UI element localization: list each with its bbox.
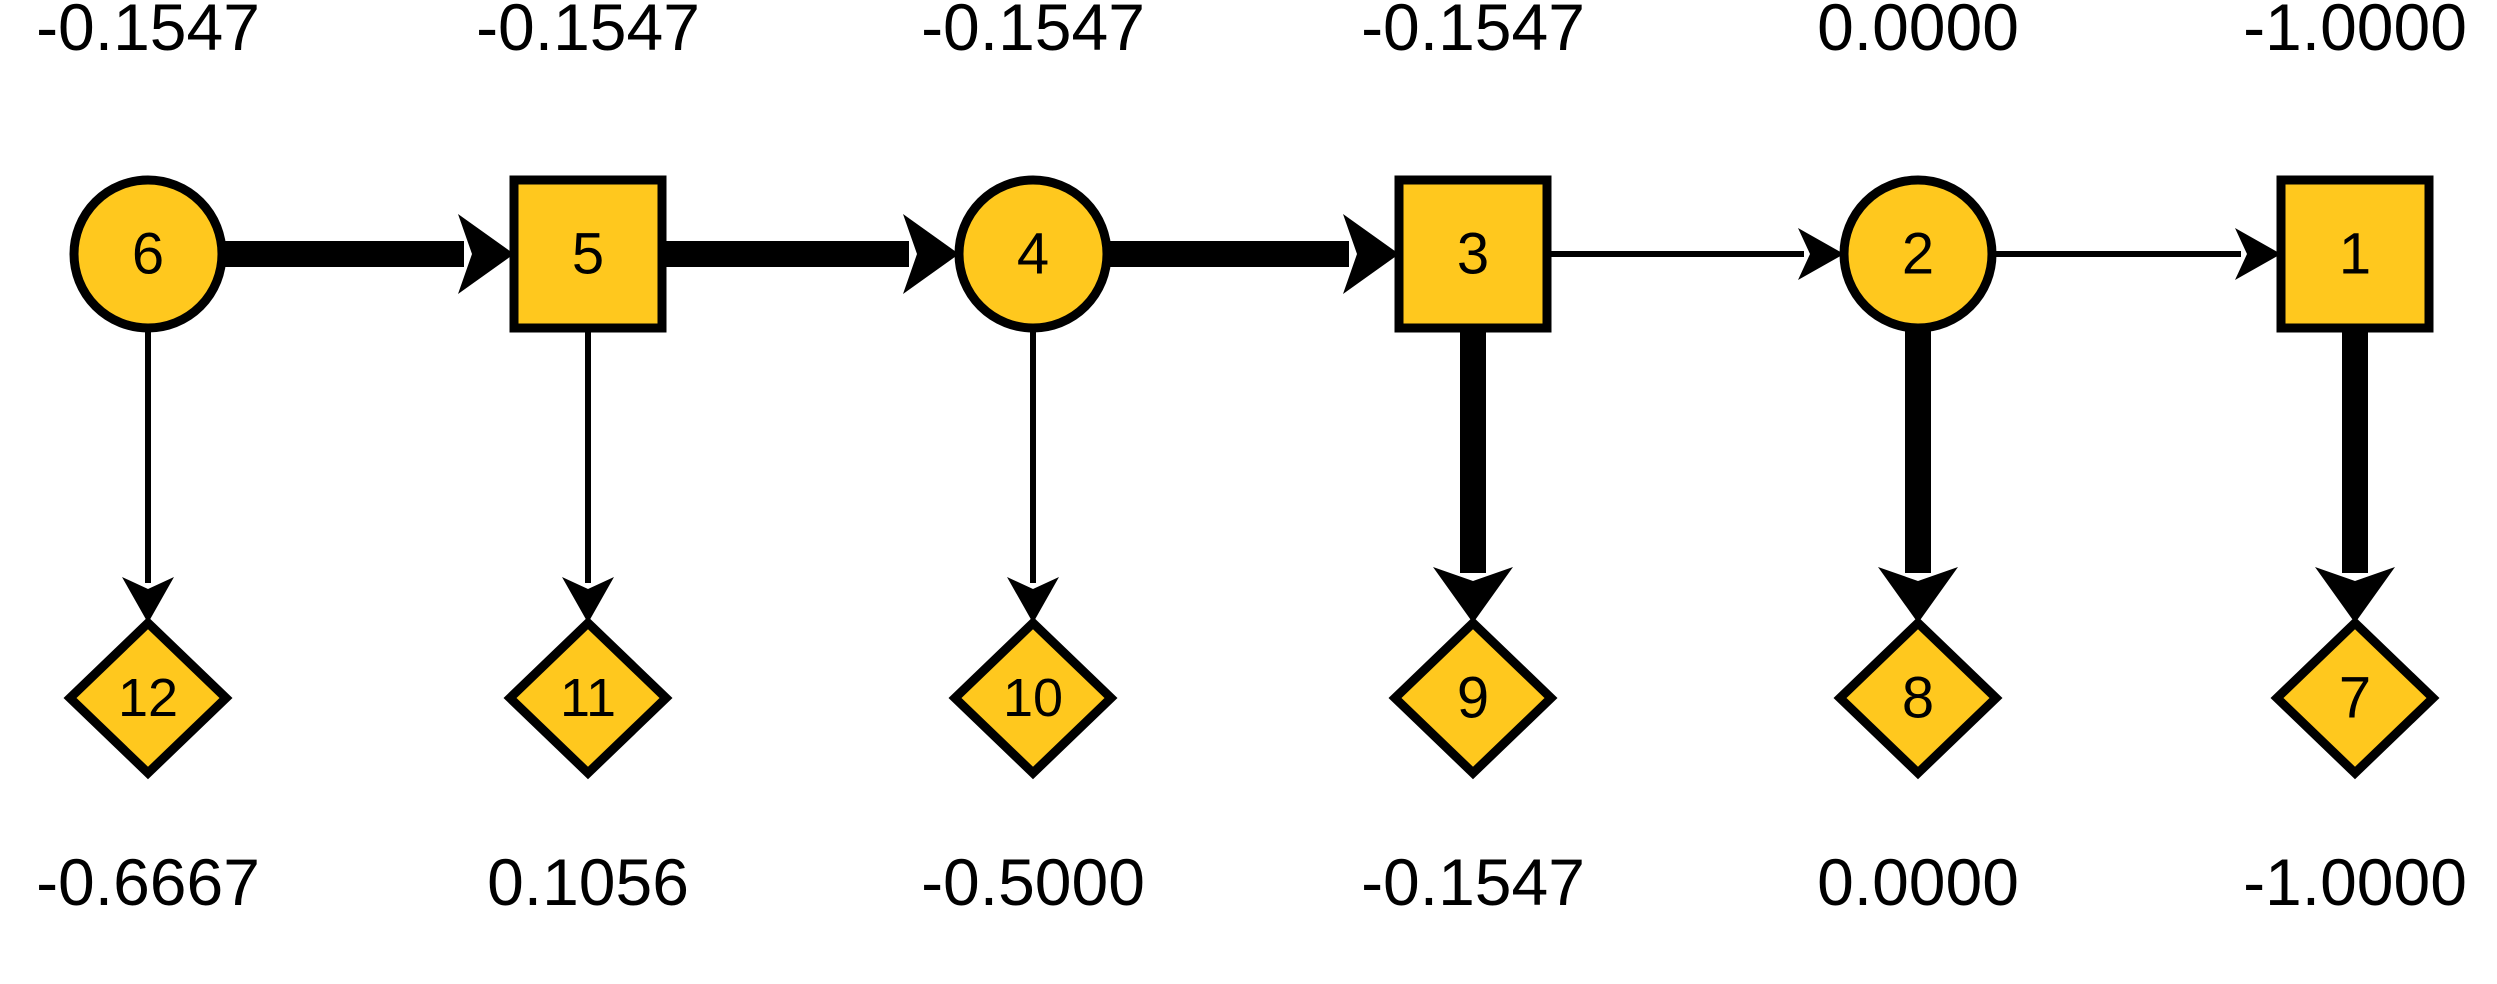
bottom-value-12: -0.6667	[36, 845, 260, 919]
node-5-label: 5	[572, 222, 604, 287]
node-3-label: 3	[1457, 222, 1489, 287]
node-2-label: 2	[1902, 222, 1934, 287]
nodes-layer: 6 5 4 3 2 1 12 11 10 9 8 7	[63, 175, 2440, 780]
node-9-diamond-shape	[1388, 616, 1558, 780]
node-10[interactable]: 10	[948, 616, 1118, 780]
node-3-square-shape	[1394, 175, 1552, 333]
bottom-value-9: -0.1547	[1361, 845, 1585, 919]
edge-1-7-arrowhead	[2315, 567, 2395, 623]
top-value-2: 0.0000	[1817, 0, 2019, 64]
edge-4-10-arrowhead	[1007, 577, 1059, 623]
node-4-circle-shape	[954, 175, 1112, 333]
node-4-label: 4	[1017, 222, 1049, 287]
node-8-diamond-shape	[1833, 616, 2003, 780]
node-6-label: 6	[132, 222, 164, 287]
edge-6-12[interactable]	[122, 328, 174, 623]
node-1-label: 1	[2339, 222, 2371, 287]
edge-3-9[interactable]	[1433, 328, 1513, 623]
node-12[interactable]: 12	[63, 616, 233, 780]
node-3[interactable]: 3	[1394, 175, 1552, 333]
edge-2-8[interactable]	[1878, 328, 1958, 623]
node-1-square-shape	[2276, 175, 2434, 333]
edge-6-12-arrowhead	[122, 577, 174, 623]
bottom-value-7: -1.0000	[2243, 845, 2467, 919]
top-value-6: -0.1547	[36, 0, 260, 64]
top-value-5: -0.1547	[476, 0, 700, 64]
node-7-diamond-shape	[2270, 616, 2440, 780]
node-11-label: 11	[560, 668, 616, 728]
node-2[interactable]: 2	[1839, 175, 1997, 333]
node-8[interactable]: 8	[1833, 616, 2003, 780]
node-9[interactable]: 9	[1388, 616, 1558, 780]
node-9-label: 9	[1457, 666, 1489, 731]
node-12-label: 12	[118, 668, 178, 728]
bottom-value-8: 0.0000	[1817, 845, 2019, 919]
edge-4-3-arrowhead	[1343, 214, 1399, 294]
top-value-3: -0.1547	[1361, 0, 1585, 64]
edge-3-2[interactable]	[1547, 228, 1844, 280]
edge-1-7[interactable]	[2315, 328, 2395, 623]
labels-layer: -0.1547 -0.1547 -0.1547 -0.1547 0.0000 -1.000…	[36, 0, 2467, 919]
node-7[interactable]: 7	[2270, 616, 2440, 780]
node-1[interactable]: 1	[2276, 175, 2434, 333]
node-8-label: 8	[1902, 666, 1934, 731]
edge-2-8-arrowhead	[1878, 567, 1958, 623]
edge-4-10[interactable]	[1007, 328, 1059, 623]
edge-6-5[interactable]	[222, 214, 514, 294]
node-5[interactable]: 5	[509, 175, 667, 333]
top-value-4: -0.1547	[921, 0, 1145, 64]
node-12-diamond-shape	[63, 616, 233, 780]
node-2-circle-shape	[1839, 175, 1997, 333]
edge-6-5-arrowhead	[458, 214, 514, 294]
edge-5-4-arrowhead	[903, 214, 959, 294]
node-6-circle-shape	[69, 175, 227, 333]
node-11-diamond-shape	[503, 616, 673, 780]
edge-3-9-arrowhead	[1433, 567, 1513, 623]
edge-5-4[interactable]	[662, 214, 959, 294]
bottom-value-11: 0.1056	[487, 845, 689, 919]
node-7-label: 7	[2339, 666, 2371, 731]
edge-5-11[interactable]	[562, 328, 614, 623]
edge-3-2-arrowhead	[1798, 228, 1844, 280]
node-10-label: 10	[1003, 668, 1063, 728]
node-6[interactable]: 6	[69, 175, 227, 333]
node-5-square-shape	[509, 175, 667, 333]
edge-2-1[interactable]	[1992, 228, 2281, 280]
bottom-value-10: -0.5000	[921, 845, 1145, 919]
edge-5-11-arrowhead	[562, 577, 614, 623]
edges-layer	[122, 214, 2395, 623]
node-4[interactable]: 4	[954, 175, 1112, 333]
edge-2-1-arrowhead	[2235, 228, 2281, 280]
edge-4-3[interactable]	[1107, 214, 1399, 294]
node-10-diamond-shape	[948, 616, 1118, 780]
top-value-1: -1.0000	[2243, 0, 2467, 64]
node-11[interactable]: 11	[503, 616, 673, 780]
